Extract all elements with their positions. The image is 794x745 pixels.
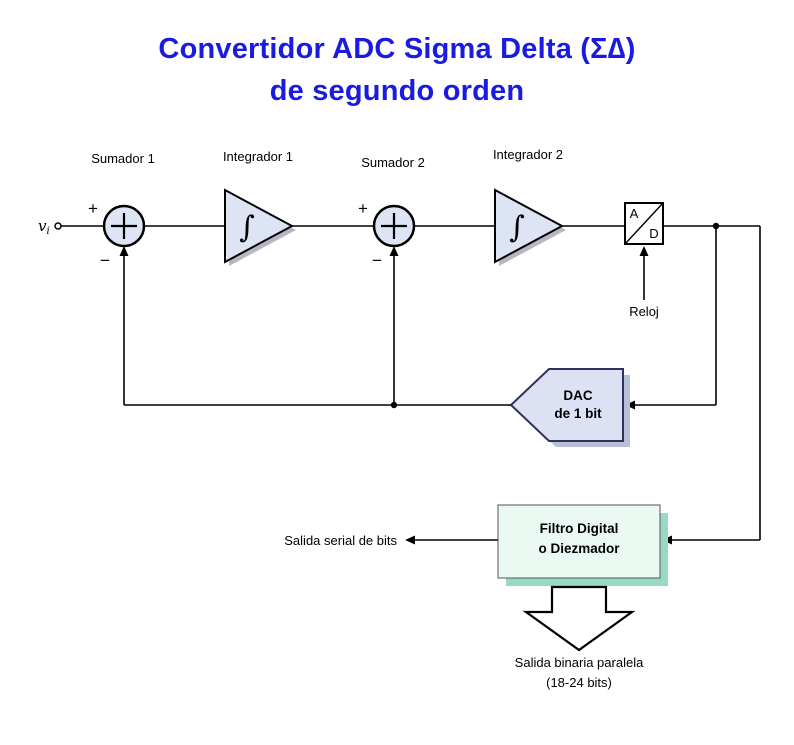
dac-label-line1: DAC [563, 388, 592, 403]
input-terminal [54, 222, 62, 230]
serial-output-arrowhead [405, 535, 415, 545]
input-signal-label: vi [38, 217, 50, 237]
sum1-minus-sign: − [100, 251, 110, 270]
sum2-minus-sign: − [372, 251, 382, 270]
integrator1-block [224, 188, 295, 264]
input-subscript: i [46, 226, 49, 237]
integrator2-block [494, 188, 565, 264]
integrador1-label: Integrador 1 [223, 149, 293, 164]
dac-label-line2: de 1 bit [554, 406, 602, 421]
salida-serial-label: Salida serial de bits [284, 533, 397, 548]
filtro-label-line2: o Diezmador [538, 541, 620, 556]
adc-d-label: D [649, 226, 658, 241]
integrator2-symbol: ∫ [509, 210, 525, 245]
filtro-block [497, 504, 661, 579]
filtro-label-line1: Filtro Digital [540, 521, 619, 536]
salida-paralela-label-line2: (18-24 bits) [546, 675, 612, 690]
parallel-output-arrow [522, 585, 636, 652]
adc-diagonal [624, 202, 664, 245]
reloj-arrowhead [639, 246, 649, 256]
sum1-plus-sign: + [88, 199, 98, 218]
sum1-feedback-arrowhead [119, 246, 129, 256]
reloj-label: Reloj [629, 304, 659, 319]
integrator1-symbol: ∫ [239, 210, 255, 245]
input-v: v [38, 217, 47, 235]
title-line-2: de segundo orden [269, 75, 525, 108]
sumador2-label: Sumador 2 [361, 155, 425, 170]
sumador1-label: Sumador 1 [91, 151, 155, 166]
sum2-plus-sign: + [358, 199, 368, 218]
sum2-feedback-arrowhead [389, 246, 399, 256]
dac-block [509, 368, 624, 442]
salida-paralela-label-line1: Salida binaria paralela [515, 655, 644, 670]
adc-a-label: A [630, 206, 639, 221]
title-line-1: Convertidor ADC Sigma Delta (Σ∆) [158, 33, 636, 65]
page-title: Convertidor ADC Sigma Delta (Σ∆) de segu… [0, 28, 794, 112]
integrador2-label: Integrador 2 [493, 147, 563, 162]
